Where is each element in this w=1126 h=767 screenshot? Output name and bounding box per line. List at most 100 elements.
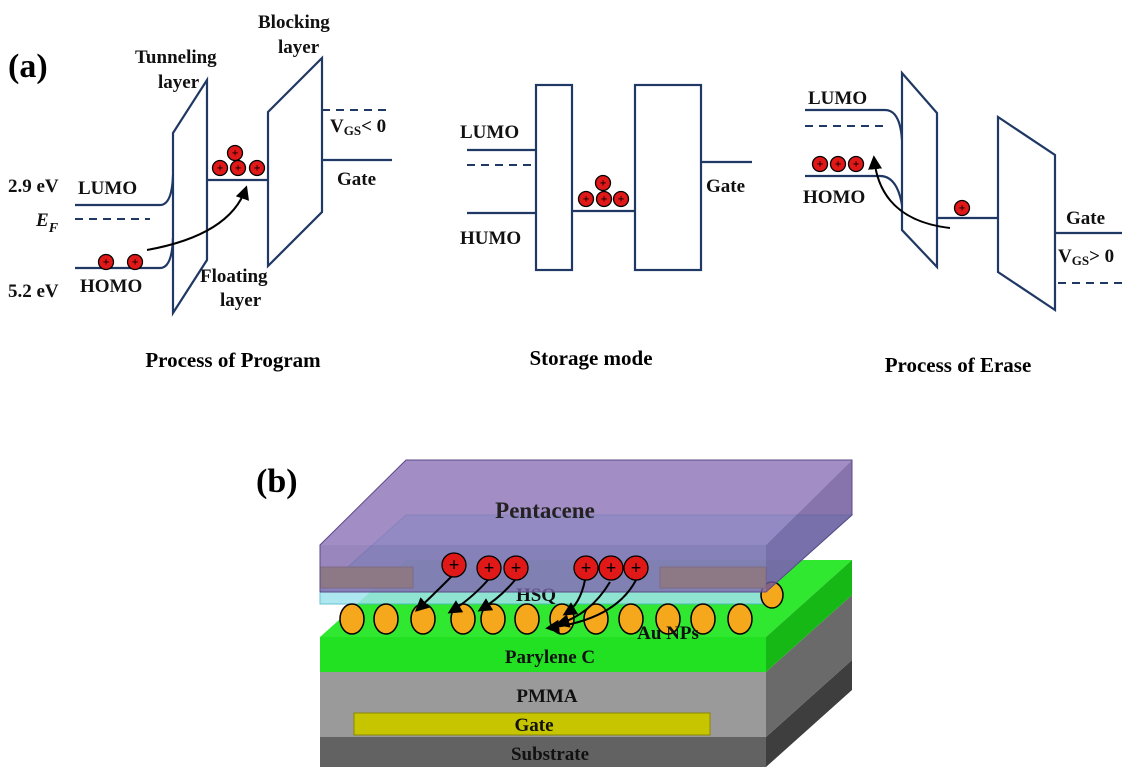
storage-lumo-label: LUMO <box>460 122 519 143</box>
charge-circle <box>811 155 829 173</box>
au-nanoparticle <box>373 603 399 635</box>
storage-caption: Storage mode <box>529 346 652 370</box>
parylene-front-face <box>320 637 766 672</box>
charge-symbol: + <box>959 202 966 215</box>
charge-circle <box>953 199 971 217</box>
charge-symbol: + <box>132 256 139 269</box>
erase-lumo-label: LUMO <box>808 88 867 109</box>
positive-charge: + <box>811 155 829 173</box>
charge-circle <box>594 174 612 192</box>
floating-label-line2: layer <box>220 290 262 311</box>
fermi-main: E <box>35 210 49 231</box>
erase-tunnel-arrow <box>868 155 951 229</box>
erase-caption: Process of Erase <box>885 353 1032 377</box>
au-nanoparticle <box>339 603 365 635</box>
erase-homo-band <box>805 174 904 206</box>
erase-charges: + + + + <box>811 155 971 217</box>
program-tunnel-arrow <box>146 185 250 251</box>
pentacene-label: Pentacene <box>495 498 595 523</box>
charge-circle <box>847 155 865 173</box>
gate-label: Gate <box>514 715 553 736</box>
charge-symbol: + <box>835 158 842 171</box>
au-nanoparticle <box>727 603 753 635</box>
fermi-label: EF <box>35 210 59 236</box>
charge-symbol: + <box>217 162 224 175</box>
blocking-label-line2: layer <box>278 37 320 58</box>
au-nanoparticle <box>690 603 716 635</box>
erase-gate-label: Gate <box>1066 208 1105 229</box>
charge-arrow <box>414 575 453 612</box>
substrate-front-face <box>320 737 766 767</box>
charge-circle <box>829 155 847 173</box>
floating-label-line1: Floating <box>200 266 268 287</box>
positive-charge: + <box>573 555 599 581</box>
program-vgs-main: V <box>330 116 344 137</box>
au-nanoparticle <box>480 603 506 635</box>
energy-homo-label: 5.2 eV <box>8 281 59 302</box>
charge-symbol: + <box>853 158 860 171</box>
program-homo-label: HOMO <box>80 276 142 297</box>
charge-circle <box>97 253 115 271</box>
charge-symbol: + <box>581 558 592 579</box>
charge-symbol: + <box>511 558 522 579</box>
parylene-label: Parylene C <box>505 647 595 668</box>
positive-charge: + <box>229 159 247 177</box>
charge-symbol: + <box>606 558 617 579</box>
erase-blocking-barrier <box>996 114 1057 313</box>
positive-charge: + <box>612 190 630 208</box>
charge-circle <box>598 555 624 581</box>
charge-symbol: + <box>449 555 460 576</box>
charge-symbol: + <box>232 147 239 160</box>
storage-gate-label: Gate <box>706 176 745 197</box>
charge-circle <box>573 555 599 581</box>
positive-charge: + <box>623 555 649 581</box>
charge-circle <box>476 555 502 581</box>
charge-arrow <box>562 579 586 616</box>
charge-symbol: + <box>601 193 608 206</box>
positive-charge: + <box>226 144 244 162</box>
charge-circle <box>248 159 266 177</box>
pentacene-outline <box>319 459 853 593</box>
au-nanoparticle <box>410 603 436 635</box>
charge-circle <box>441 552 467 578</box>
au-nanoparticle <box>655 603 681 635</box>
charge-arrow <box>477 579 516 612</box>
storage-diagram: LUMO HUMO Gate ++++ <box>460 83 752 272</box>
fermi-sub: F <box>48 221 59 236</box>
charge-symbol: + <box>235 162 242 175</box>
positive-charge: + <box>503 555 529 581</box>
charge-circle <box>623 555 649 581</box>
panel-a-label: (a) <box>8 48 48 85</box>
charge-circle <box>612 190 630 208</box>
erase-homo-label: HOMO <box>803 187 865 208</box>
erase-vgs-main: V <box>1058 246 1072 267</box>
tunneling-label-line1: Tunneling <box>135 47 217 68</box>
charge-circle <box>503 555 529 581</box>
charge-symbol: + <box>600 177 607 190</box>
charge-circle <box>126 253 144 271</box>
substrate-right-face <box>766 660 852 767</box>
charge-circle <box>211 159 229 177</box>
program-charges: ++++++ <box>97 144 266 271</box>
charge-symbol: + <box>618 193 625 206</box>
substrate-label: Substrate <box>511 744 589 765</box>
erase-tunnel-barrier <box>900 70 939 270</box>
tunneling-barrier <box>171 76 209 317</box>
positive-charge: + <box>248 159 266 177</box>
positive-charge: + <box>847 155 865 173</box>
program-lumo-label: LUMO <box>78 178 137 199</box>
storage-left-barrier <box>534 83 574 272</box>
storage-charges: + + + + <box>577 174 630 208</box>
charge-arrow <box>555 581 611 628</box>
charge-symbol: + <box>631 558 642 579</box>
positive-charge: + <box>595 190 613 208</box>
positive-charge: + <box>953 199 971 217</box>
storage-right-barrier <box>633 83 703 272</box>
program-diagram: Tunneling layer Blocking layer 2.9 eV LU… <box>8 12 392 317</box>
positive-charge: + <box>594 174 612 192</box>
positive-charge: + <box>598 555 624 581</box>
charge-symbol: + <box>583 193 590 206</box>
program-vgs-rest: < 0 <box>361 116 386 137</box>
erase-diagram: LUMO HOMO Gate VGS> 0 ++++ <box>803 70 1124 313</box>
